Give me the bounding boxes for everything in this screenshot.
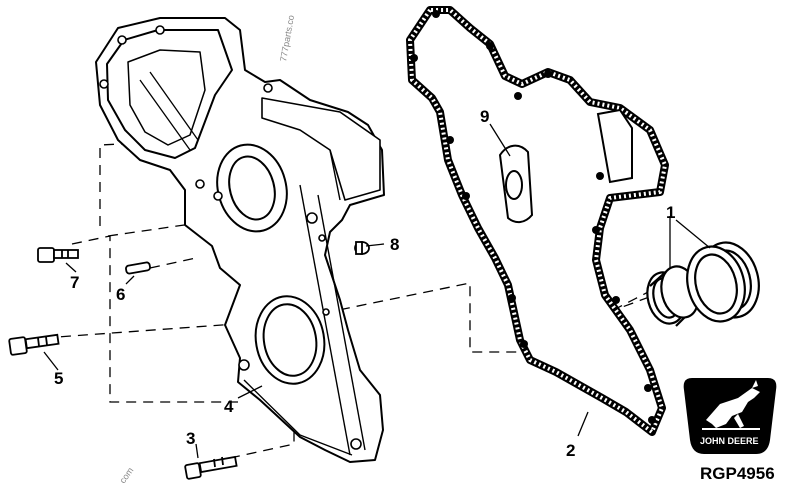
callout-9: 9 bbox=[480, 107, 489, 126]
callout-2: 2 bbox=[566, 441, 575, 460]
seal-rings bbox=[646, 241, 760, 327]
callout-7: 7 bbox=[70, 273, 79, 292]
callout-8: 8 bbox=[390, 235, 399, 254]
dowel-pin bbox=[125, 261, 151, 275]
leader-lines bbox=[43, 123, 711, 459]
watermark-bottom: com bbox=[117, 465, 135, 485]
callout-4: 4 bbox=[224, 397, 234, 416]
logo-brand-text: JOHN DEERE bbox=[700, 436, 759, 446]
callout-3: 3 bbox=[186, 429, 195, 448]
john-deere-logo: JOHN DEERE bbox=[683, 378, 777, 454]
figure-code: RGP4956 bbox=[700, 464, 775, 483]
cover-bolt-holes bbox=[99, 25, 362, 450]
plug bbox=[354, 241, 370, 255]
bolt-long bbox=[8, 333, 60, 356]
callout-6: 6 bbox=[116, 285, 125, 304]
bolt-lower bbox=[184, 455, 238, 480]
gasket bbox=[406, 6, 669, 436]
callout-1: 1 bbox=[666, 203, 675, 222]
leaping-deer-icon bbox=[702, 380, 760, 430]
callout-5: 5 bbox=[54, 369, 63, 388]
front-cover bbox=[95, 17, 385, 463]
bolt-upper bbox=[37, 247, 79, 263]
seal-half-ring bbox=[498, 144, 534, 224]
watermark-top: 777parts.co bbox=[278, 14, 296, 62]
